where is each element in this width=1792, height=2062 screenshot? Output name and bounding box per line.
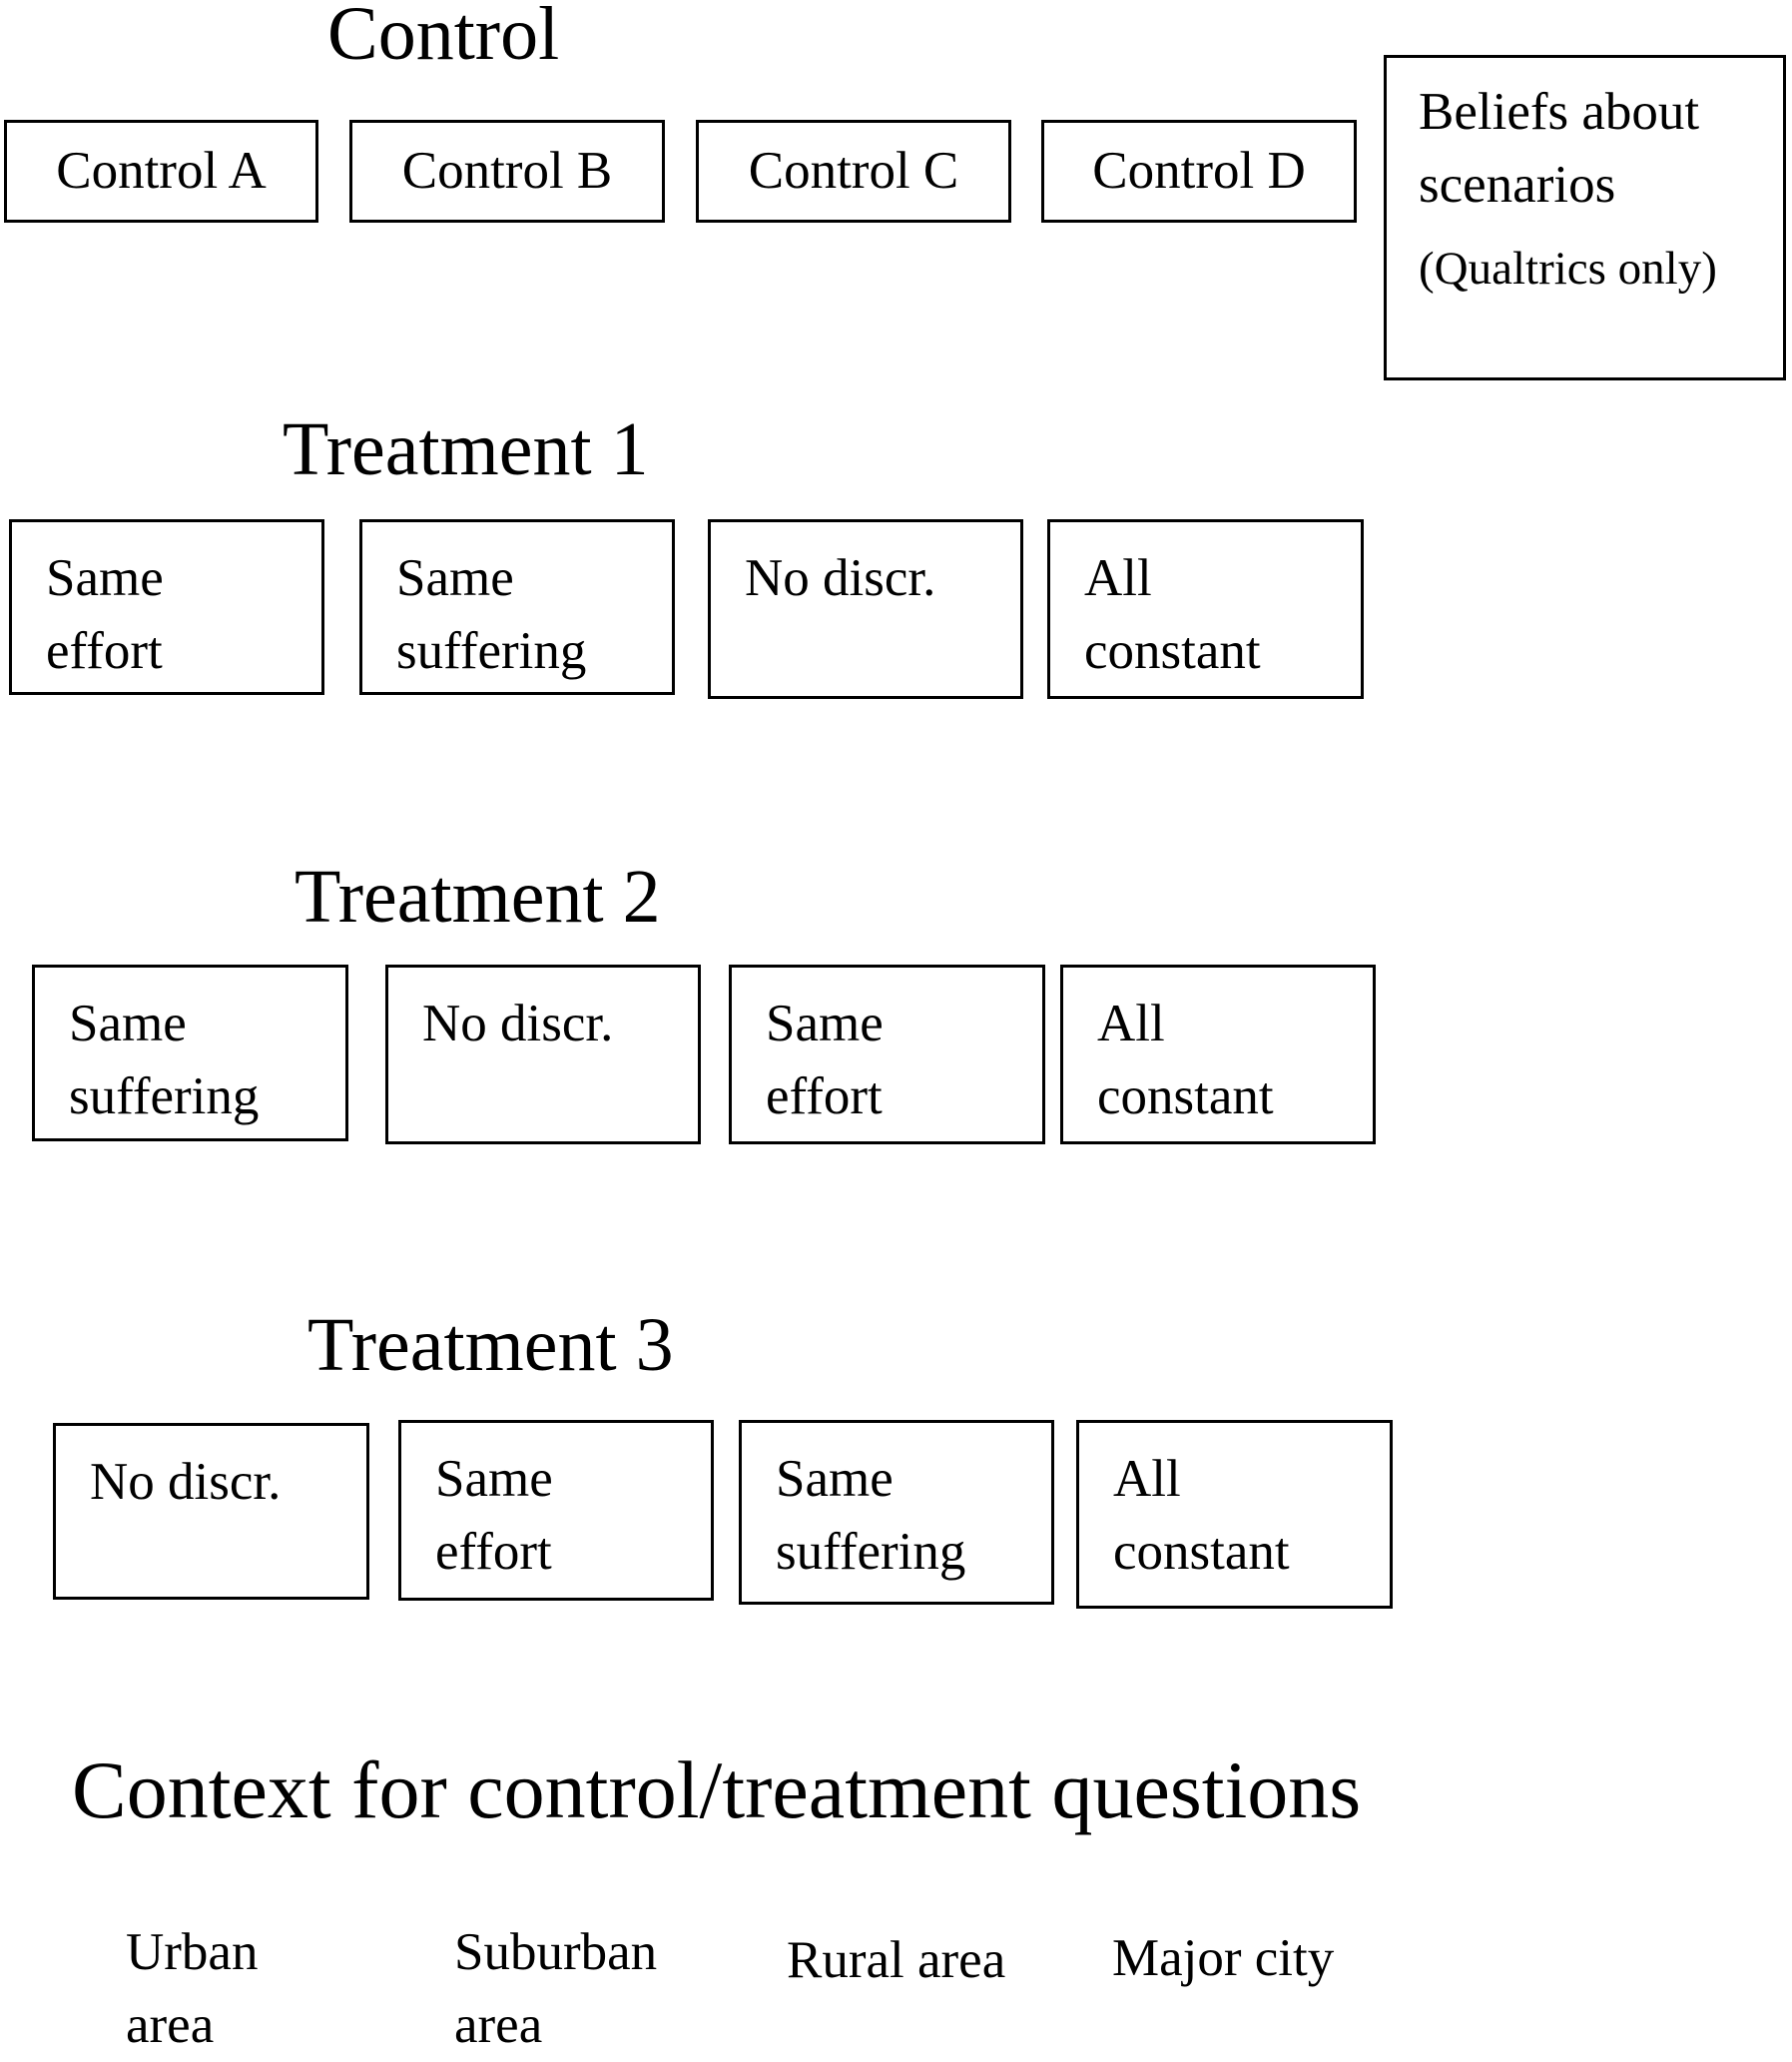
control-b-box: Control B xyxy=(349,120,665,223)
context-item-urban: Urban area xyxy=(126,1923,259,2054)
treatment3-box-3: Same suffering xyxy=(739,1420,1054,1605)
context-item-rural: Rural area xyxy=(787,1931,1006,1989)
treatment2-heading: Treatment 2 xyxy=(295,855,661,939)
treatment1-box-1: Same effort xyxy=(9,519,324,695)
treatment2-box-4: All constant xyxy=(1060,965,1376,1144)
beliefs-note: (Qualtrics only) xyxy=(1419,243,1717,295)
treatment3-box-1: No discr. xyxy=(53,1423,369,1600)
treatment2-box-2: No discr. xyxy=(385,965,701,1144)
treatment1-box-2: Same suffering xyxy=(359,519,675,695)
treatment1-box-4-label: All constant xyxy=(1084,549,1261,680)
treatment3-box-4-label: All constant xyxy=(1113,1450,1290,1581)
treatment1-box-2-label: Same suffering xyxy=(396,549,587,680)
treatment2-box-3-label: Same effort xyxy=(766,995,884,1125)
treatment3-heading: Treatment 3 xyxy=(307,1303,674,1387)
treatment1-box-3-label: No discr. xyxy=(745,549,936,607)
control-d-box: Control D xyxy=(1041,120,1357,223)
context-heading: Context for control/treatment questions xyxy=(72,1744,1362,1835)
control-d-label: Control D xyxy=(1092,142,1306,200)
beliefs-box: Beliefs about scenarios (Qualtrics only) xyxy=(1384,55,1786,380)
control-a-label: Control A xyxy=(56,142,267,200)
context-item-suburban: Suburban area xyxy=(454,1923,658,2054)
treatment3-box-1-label: No discr. xyxy=(90,1453,282,1511)
treatment1-heading: Treatment 1 xyxy=(283,407,649,491)
treatment3-box-3-label: Same suffering xyxy=(776,1450,966,1581)
treatment3-box-2-label: Same effort xyxy=(435,1450,553,1581)
treatment2-box-3: Same effort xyxy=(729,965,1045,1144)
treatment3-box-2: Same effort xyxy=(398,1420,714,1601)
treatment2-box-1: Same suffering xyxy=(32,965,348,1141)
control-c-label: Control C xyxy=(748,142,959,200)
control-c-box: Control C xyxy=(696,120,1011,223)
treatment2-box-1-label: Same suffering xyxy=(69,995,260,1125)
control-a-box: Control A xyxy=(4,120,318,223)
treatment1-box-3: No discr. xyxy=(708,519,1023,699)
treatment2-box-2-label: No discr. xyxy=(422,995,614,1052)
treatment1-box-4: All constant xyxy=(1047,519,1364,699)
treatment3-box-4: All constant xyxy=(1076,1420,1393,1609)
treatment2-box-4-label: All constant xyxy=(1097,995,1274,1125)
control-b-label: Control B xyxy=(401,142,613,200)
beliefs-title: Beliefs about scenarios xyxy=(1419,83,1700,214)
control-heading: Control xyxy=(327,0,560,76)
treatment1-box-1-label: Same effort xyxy=(46,549,164,680)
context-item-major-city: Major city xyxy=(1112,1929,1335,1987)
